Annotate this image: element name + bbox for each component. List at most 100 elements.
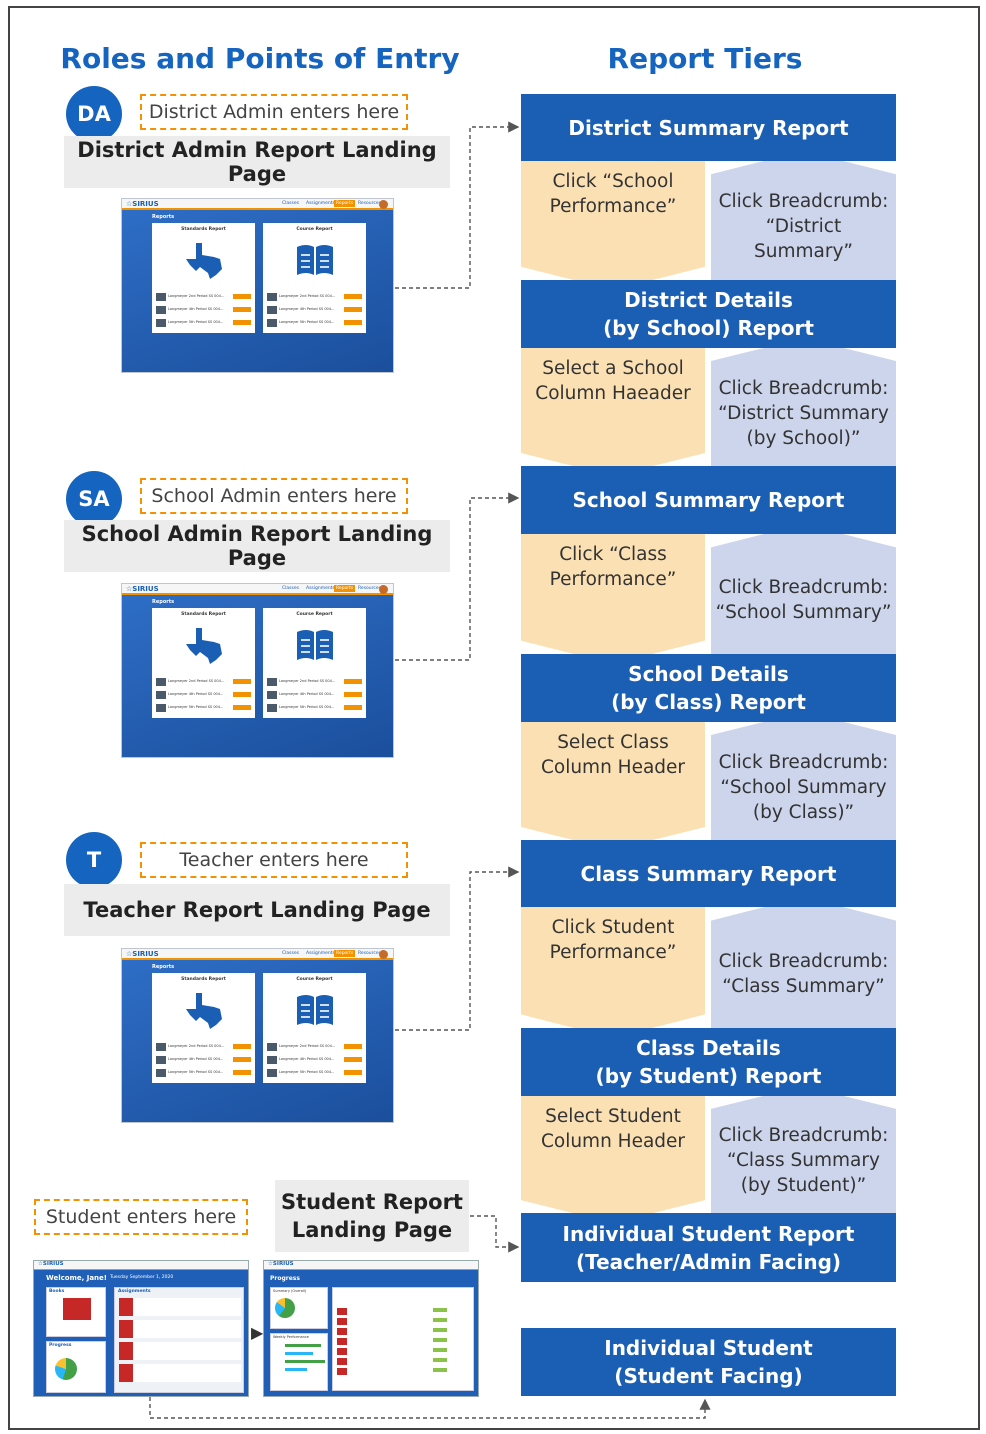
view-button[interactable] (344, 294, 362, 299)
view-button[interactable] (344, 705, 362, 710)
view-button[interactable] (233, 1057, 251, 1062)
tier-line1: Individual Student Report (562, 1221, 855, 1246)
tier-district-details[interactable]: District Details(by School) Report (521, 280, 896, 348)
view-button[interactable] (344, 1070, 362, 1075)
card-row[interactable]: Longmeyer 2nd Period SS 004... (267, 678, 362, 686)
up-label-line: “Class Summary (727, 1150, 880, 1171)
role-badge-teacher: T (66, 832, 122, 888)
card-row[interactable]: Longmeyer 2nd Period SS 004... (156, 293, 251, 301)
landing-student-line2: Landing Page (291, 1218, 453, 1242)
down-label-line: Column Header (540, 757, 686, 778)
book-cover (63, 1298, 91, 1320)
tier-individual-student-admin[interactable]: Individual Student Report(Teacher/Admin … (521, 1213, 896, 1282)
down-label-line: Click “Class (559, 544, 667, 565)
down-label-line: Select Class (557, 732, 669, 753)
view-button[interactable] (233, 679, 251, 684)
up-label-line: Click Breadcrumb: (718, 950, 889, 972)
progress-panel: Progress (46, 1341, 106, 1393)
summary-label: Summary (Overall) (273, 1289, 307, 1293)
view-button[interactable] (344, 320, 362, 325)
student-progress-screenshot[interactable]: ☆SIRIUS Progress Summary (Overall) Weekl… (263, 1260, 479, 1397)
card-row-text: Longmeyer 5th Period SS 004... (279, 320, 335, 324)
card-row[interactable]: Longmeyer 5th Period SS 004... (156, 1069, 251, 1077)
summary-pie-icon (275, 1298, 295, 1318)
card-row[interactable]: Longmeyer 2nd Period SS 004... (267, 293, 362, 301)
card-row-text: Longmeyer 5th Period SS 004... (168, 1070, 224, 1074)
view-button[interactable] (233, 320, 251, 325)
card-row-text: Longmeyer 4th Period SS 004... (279, 307, 335, 311)
shot-nav-item: Assignments (306, 586, 335, 591)
view-button[interactable] (344, 679, 362, 684)
card-row[interactable]: Longmeyer 4th Period SS 004... (156, 691, 251, 699)
tier-class-summary[interactable]: Class Summary Report (521, 840, 896, 907)
card-row[interactable]: Longmeyer 5th Period SS 004... (156, 704, 251, 712)
card-row[interactable]: Longmeyer 4th Period SS 004... (267, 1056, 362, 1064)
landing-student[interactable]: Student Report Landing Page (275, 1180, 469, 1252)
up-arrow-3 (711, 712, 896, 840)
view-button[interactable] (233, 307, 251, 312)
up-label-3: Click Breadcrumb:“School Summary(by Clas… (711, 750, 896, 825)
view-button[interactable] (233, 1070, 251, 1075)
down-arrow-5 (521, 1096, 705, 1223)
view-button[interactable] (233, 1044, 251, 1049)
card-row[interactable]: Longmeyer 4th Period SS 004... (156, 1056, 251, 1064)
tier-individual-student-facing[interactable]: Individual Student (Student Facing) (521, 1328, 896, 1396)
student-shot-logo: ☆SIRIUS (38, 1261, 64, 1267)
avatar (379, 585, 388, 594)
card-row[interactable]: Longmeyer 4th Period SS 004... (267, 306, 362, 314)
card-title: Course Report (296, 977, 333, 982)
student-dashboard-screenshot[interactable]: ☆SIRIUS Welcome, Jane! Tuesday September… (33, 1260, 249, 1397)
texas-map-icon (186, 628, 222, 664)
card-row[interactable]: Longmeyer 2nd Period SS 004... (156, 1043, 251, 1051)
card-row[interactable]: Longmeyer 5th Period SS 004... (267, 319, 362, 327)
view-button[interactable] (233, 692, 251, 697)
tier-school-summary[interactable]: School Summary Report (521, 466, 896, 534)
shot-nav-item: Classes (282, 951, 299, 956)
book-icon (297, 630, 333, 660)
tier-class-details[interactable]: Class Details(by Student) Report (521, 1028, 896, 1096)
view-button[interactable] (233, 294, 251, 299)
up-label-line: Summary” (754, 241, 853, 262)
arrow-student-facing (149, 1397, 711, 1419)
card-row[interactable]: Longmeyer 5th Period SS 004... (267, 1069, 362, 1077)
landing-district-admin[interactable]: District Admin Report Landing Page (64, 136, 450, 188)
card-row[interactable]: Longmeyer 4th Period SS 004... (267, 691, 362, 699)
card-row[interactable]: Longmeyer 5th Period SS 004... (267, 704, 362, 712)
tier-line1: Individual Student (604, 1336, 813, 1360)
sirius-logo: ☆SIRIUS (126, 200, 159, 208)
up-label-line: “School Summary (720, 776, 887, 798)
view-button[interactable] (344, 1057, 362, 1062)
landing-school-admin[interactable]: School Admin Report Landing Page (64, 520, 450, 572)
card-row[interactable]: Longmeyer 2nd Period SS 004... (156, 678, 251, 686)
card-row[interactable]: Longmeyer 5th Period SS 004... (156, 319, 251, 327)
up-arrow-1 (711, 338, 896, 466)
view-button[interactable] (344, 307, 362, 312)
tier-district-summary[interactable]: District Summary Report (521, 94, 896, 161)
card-row[interactable]: Longmeyer 4th Period SS 004... (156, 306, 251, 314)
tier-line1: School Summary Report (572, 488, 845, 512)
view-button[interactable] (344, 1044, 362, 1049)
progress-pie-icon (55, 1358, 77, 1380)
landing-teacher[interactable]: Teacher Report Landing Page (64, 884, 450, 936)
down-arrow-1 (521, 348, 705, 476)
view-button[interactable] (344, 692, 362, 697)
down-label-line: Select Student (545, 1106, 681, 1127)
tier-line2: (Student Facing) (614, 1364, 803, 1388)
view-button[interactable] (233, 705, 251, 710)
tier-line1: Class Details (636, 1036, 781, 1060)
down-label-line: Click “School (552, 171, 674, 192)
card-row[interactable]: Longmeyer 2nd Period SS 004... (267, 1043, 362, 1051)
tier-school-details[interactable]: School Details(by Class) Report (521, 654, 896, 722)
